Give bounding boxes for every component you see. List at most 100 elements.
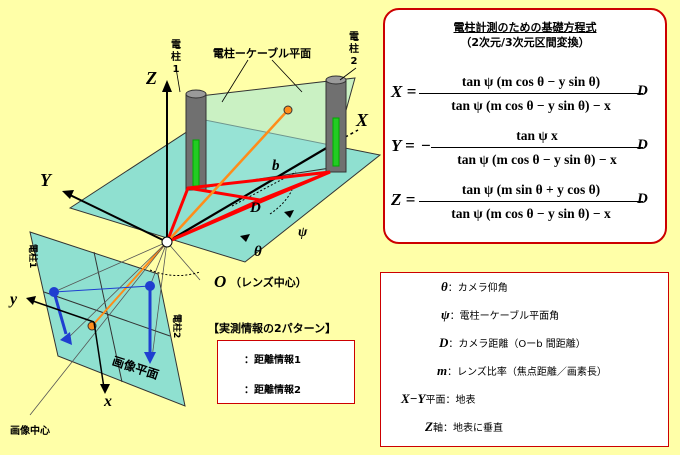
image-pole2-label: 電柱2 [171,314,183,338]
orange-ray [166,109,289,243]
pole-1 [185,89,207,191]
pole-1-green-marker [192,139,200,187]
legend-d-text: ：カメラ距離（Oーb 間距離） [448,339,586,350]
image-pole-top-link [53,285,151,293]
equation-X-bar [419,93,643,94]
image-y-label: y [8,291,18,308]
equation-Z-numerator: tan ψ (m sin θ + y cos θ) [461,182,601,197]
image-x-label: x [103,393,112,410]
equation-X-numerator: tan ψ (m cos θ − y sin θ) [461,74,601,89]
label-b: b [272,158,280,174]
legend-psi-text: ：電柱ーケーブル平面角 [449,311,560,322]
pole2-leader [339,67,357,81]
equation-X-lhs: X = [391,82,417,101]
image-x-axis [93,321,105,389]
cable-plane-label: 電柱ーケーブル平面 [213,46,311,60]
red-ray-middle [166,198,261,244]
equation-X-fraction: tan ψ (m cos θ − y sin θ) tan ψ (m cos θ… [415,72,647,115]
pole1-leader [175,67,181,93]
pole1-label-c2: 柱 [171,50,181,63]
z-axis-arrow [162,80,172,92]
psi-tick [284,210,294,218]
lens-center-pointer [166,241,201,281]
red-distance-triangle [164,170,331,245]
equation-Y-rhs: D [637,137,648,153]
image-center-label: 画像中心 [10,424,50,437]
equation-Y-bar [431,147,643,148]
equation-X: X = tan ψ (m cos θ − y sin θ) tan ψ (m c… [385,70,665,116]
formula-box: 電柱計測のための基礎方程式 （2次元/3次元区間変換） X = tan ψ (m… [383,8,667,244]
red-base-2 [259,170,331,202]
legend-d-symbol: D [439,335,449,350]
proj-line-3 [67,241,168,339]
y-axis-arrow [62,190,74,199]
equation-Y: Y = − tan ψ x tan ψ (m cos θ − y sin θ) … [385,124,665,170]
equation-Y-denominator: tan ψ (m cos θ − y sin θ) − x [457,152,617,167]
label-theta: θ [254,244,262,260]
label-D: D [249,200,261,216]
axis-Y-label: Y [40,170,53,190]
pattern-box: ：距離情報1 ：距離情報2 [217,340,355,404]
label-O: O [214,272,226,291]
image-pole-1-arrow [60,332,72,345]
y-axis-line [69,194,168,243]
pole1-label-c1: 電 [171,39,181,51]
proj-line-1 [53,241,168,293]
legend-m-text: ：レンズ比率（焦点距離／画素長） [447,367,607,378]
equation-Y-numerator: tan ψ x [516,128,558,143]
orange-ray-image [91,241,168,327]
formula-title-main: 電柱計測のための基礎方程式 [453,21,597,34]
equation-Y-lhs: Y = [391,136,415,155]
pattern-title: 【実測情報の2パターン】 [208,322,337,335]
proj-line-2 [149,241,168,287]
axis-Z-label: Z [145,68,157,88]
pole2-label-c3: 2 [351,56,358,67]
lens-center-label: （レンズ中心） [230,275,307,289]
equation-Z: Z = tan ψ (m sin θ + y cos θ) tan ψ (m c… [385,178,665,224]
pole2-label-c2: 柱 [349,42,359,55]
legend-theta: θ：カメラ仰角 [441,279,508,295]
image-y-axis [29,299,95,323]
pole-2-green-marker [332,117,340,167]
image-x-arrow [100,384,110,394]
image-pole1-label: 電柱1 [27,244,39,268]
image-pole-1 [52,291,68,335]
equation-X-denominator: tan ψ (m cos θ − y sin θ) − x [451,98,611,113]
theta-arc [149,269,201,276]
orange-point-upper [283,105,293,115]
psi-arc [269,189,293,215]
equation-Z-rhs: D [637,191,648,207]
legend-z: Z軸：地表に垂直 [425,419,503,435]
legend-m: m：レンズ比率（焦点距離／画素長） [437,363,607,379]
legend-xy-text: 平面：地表 [425,395,476,406]
plane-leader-2 [271,59,303,93]
red-base-1 [187,186,261,202]
equation-Z-fraction: tan ψ (m sin θ + y cos θ) tan ψ (m cos θ… [415,180,647,223]
legend-box: θ：カメラ仰角 ψ：電柱ーケーブル平面角 D：カメラ距離（Oーb 間距離） m：… [380,272,669,447]
legend-m-symbol: m [437,363,448,378]
theta-tick [240,234,250,242]
pole-2 [325,75,347,173]
legend-d: D：カメラ距離（Oーb 間距離） [439,335,586,351]
axis-X-label: X [355,110,369,130]
plane-leader-1 [221,59,249,103]
legend-xy-symbol: X−Y [401,391,426,406]
image-plane [29,231,186,407]
image-pole-2-arrow [144,352,156,364]
legend-xy: X−Y平面：地表 [401,391,476,407]
pole-2-top [325,75,347,85]
equation-Y-negative: − [421,136,431,155]
equation-Z-lhs: Z = [391,190,416,209]
legend-theta-text: ：カメラ仰角 [447,283,508,294]
equation-Z-denominator: tan ψ (m cos θ − y sin θ) − x [451,206,611,221]
lens-center-point [161,236,173,248]
legend-psi-symbol: ψ [441,307,450,322]
pattern-item-1: ：距離情報1 [244,355,301,366]
legend-theta-symbol: θ [441,279,448,294]
x-axis-line [166,139,341,243]
equation-X-rhs: D [637,83,648,99]
legend-z-text: 軸：地表に垂直 [432,423,503,434]
image-center-line [29,241,168,416]
formula-title-sub: （2次元/3次元区間変換） [460,36,590,49]
